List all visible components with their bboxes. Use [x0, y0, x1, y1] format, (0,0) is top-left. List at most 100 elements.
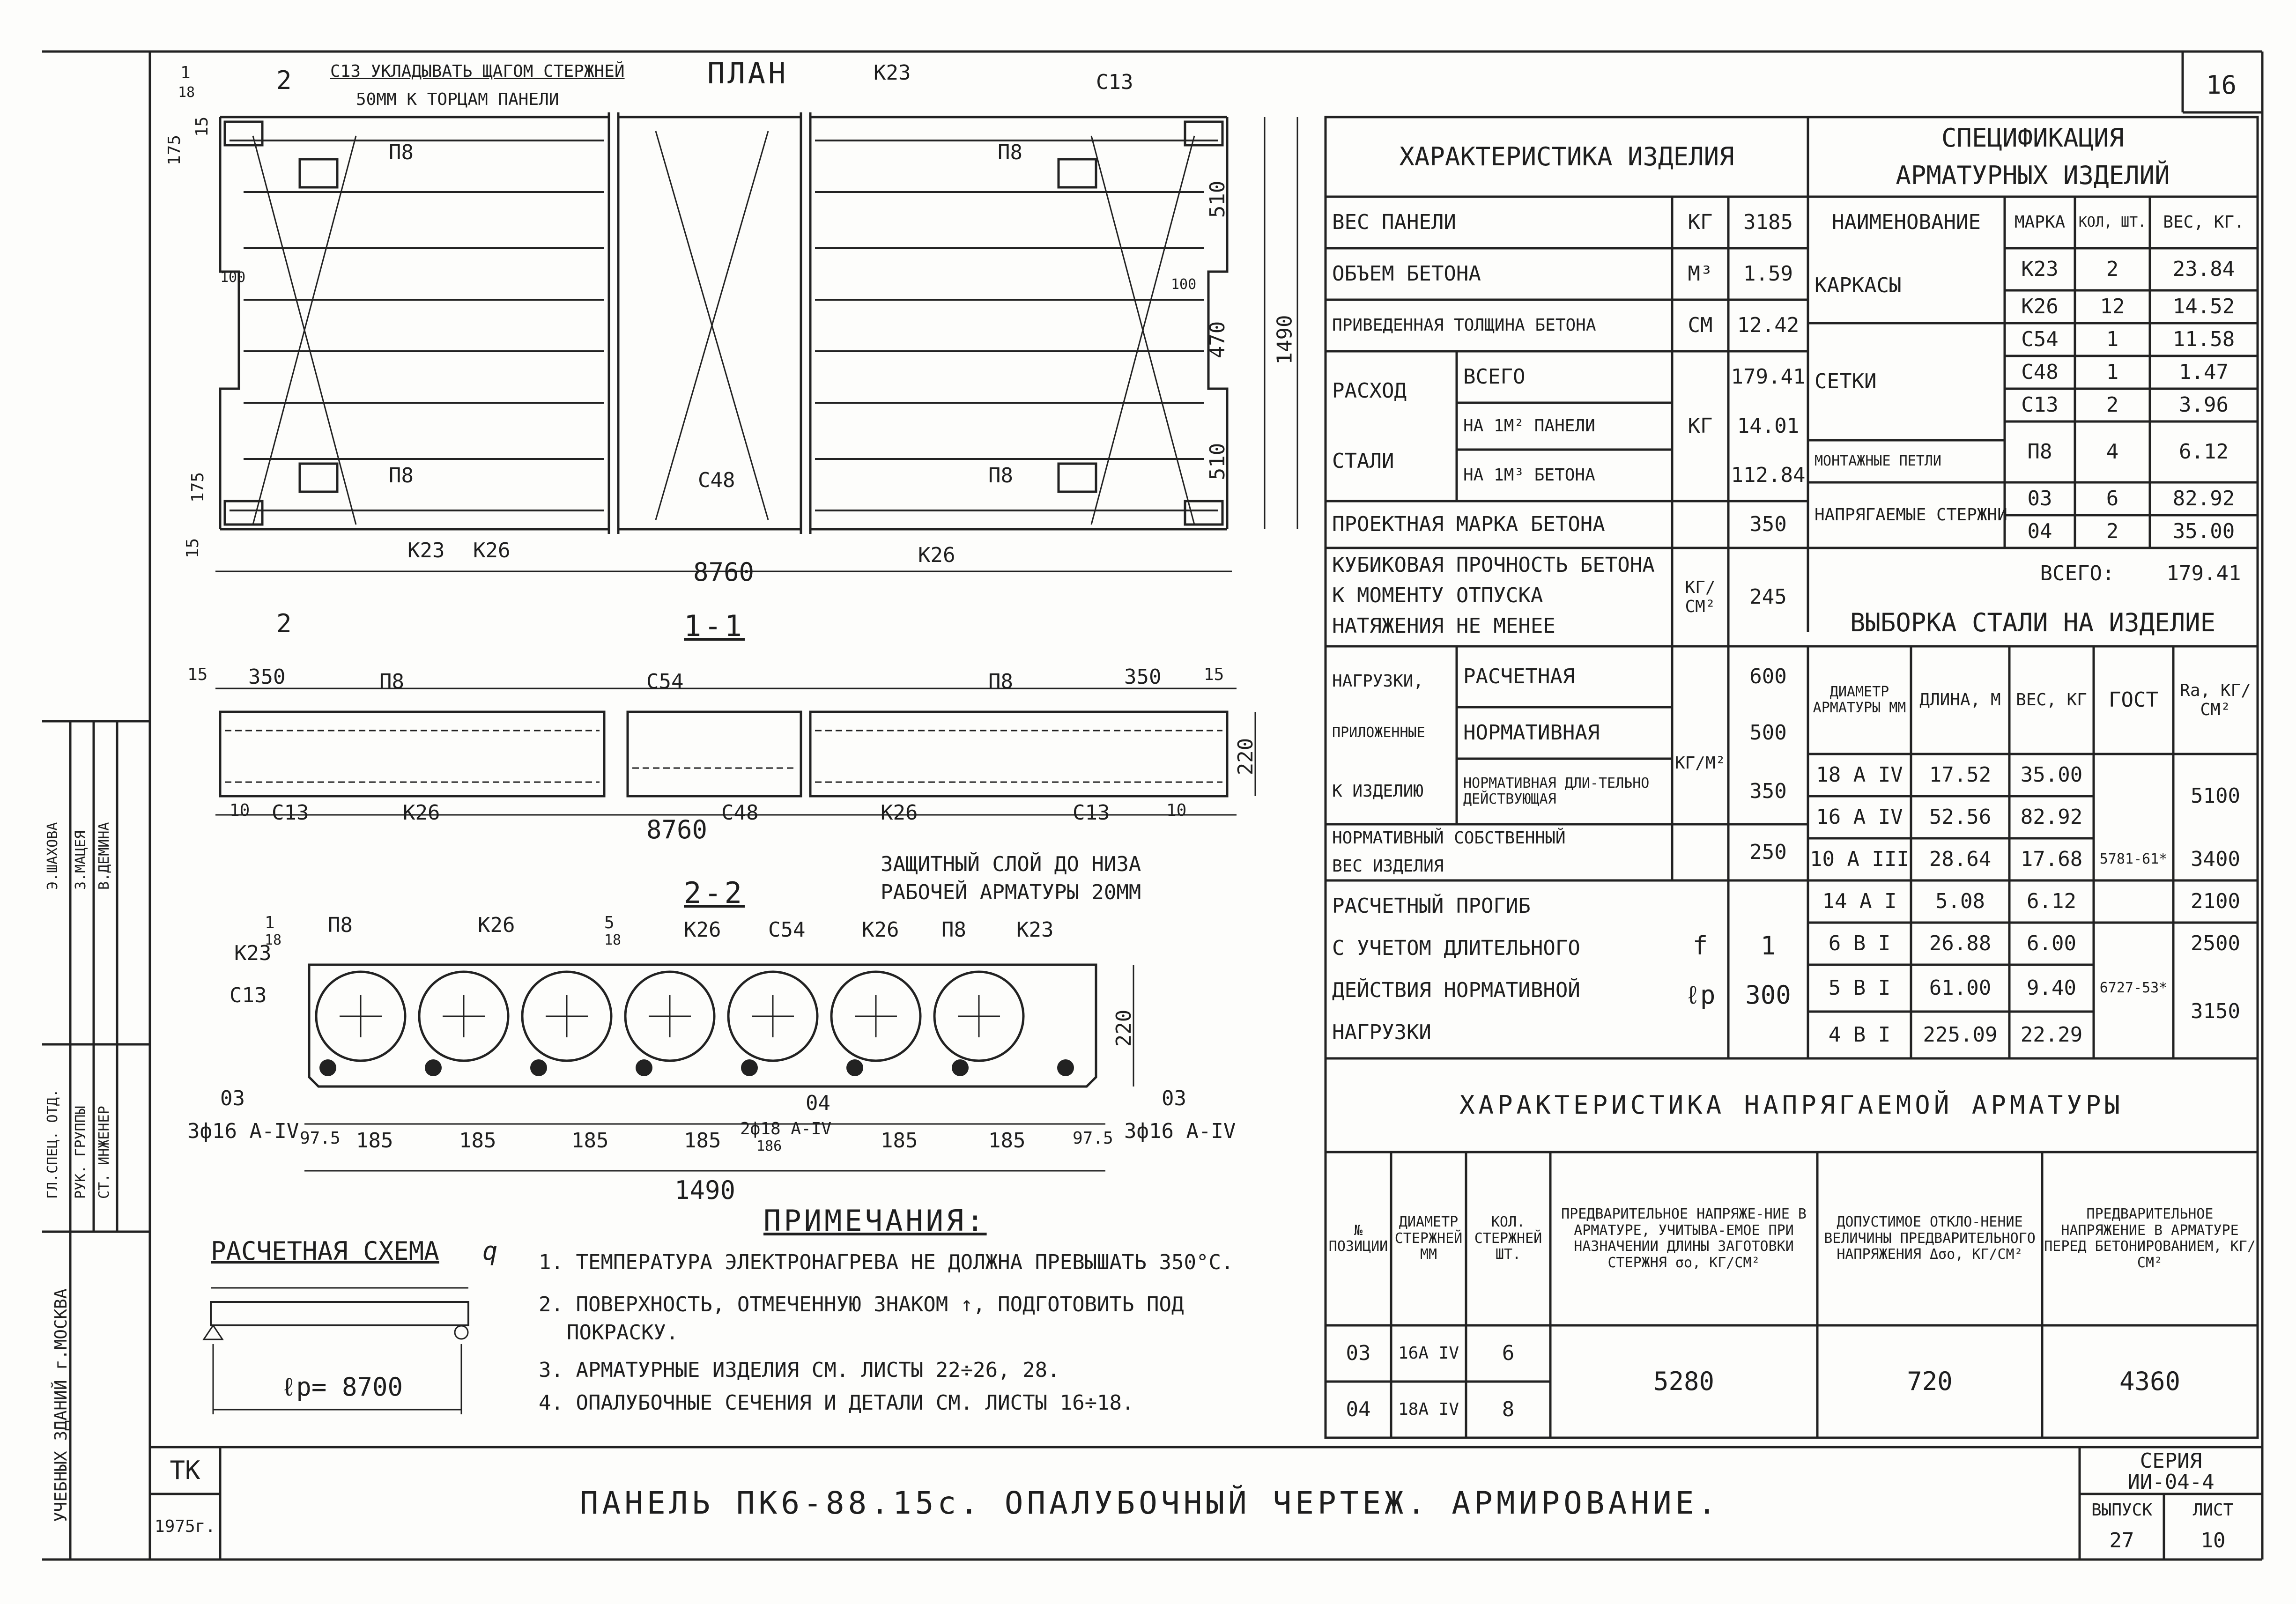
- vyborka-diam: 16 А IV: [1816, 805, 1903, 829]
- vyborka-header: Rа, КГ/СМ²: [2180, 680, 2251, 719]
- calc-scheme-drawing: [202, 1287, 469, 1414]
- prestress-header: КОЛ. СТЕРЖНЕЙ ШТ.: [1474, 1214, 1542, 1263]
- detail-mark-sheet: 18: [178, 84, 195, 101]
- spec-mark: 04: [2027, 519, 2052, 543]
- rebar-dot: [636, 1059, 652, 1076]
- spec-mark: С13: [2021, 392, 2059, 417]
- char-row-name: ОБЪЕМ БЕТОНА: [1332, 261, 1481, 286]
- s22-dim: 97.5: [1073, 1129, 1113, 1148]
- stamp-sheet-label: ЛИСТ: [2192, 1501, 2234, 1520]
- s11-label-c13: С13: [1073, 801, 1110, 825]
- stamp-year: 1975г.: [154, 1517, 216, 1537]
- plan-label-p8: П8: [389, 140, 414, 164]
- s22-dim: 185: [684, 1129, 721, 1153]
- void-center-mark: [443, 995, 485, 1037]
- stamp-name: З.МАЦЕЯ: [73, 830, 89, 890]
- vyborka-length: 5.08: [1935, 889, 1985, 913]
- vyborka-weight: 35.00: [2020, 762, 2083, 787]
- s22-label-p8: П8: [941, 918, 966, 942]
- plan-label-k23: К23: [407, 539, 445, 562]
- note-item: ПОКРАСКУ.: [567, 1321, 679, 1345]
- vyborka-weight: 6.00: [2027, 931, 2076, 955]
- loads-l3: К ИЗДЕЛИЮ: [1332, 782, 1424, 801]
- plan-dim: 15: [183, 538, 203, 559]
- s22-label-k26: К26: [478, 913, 515, 937]
- char-row-val: 3185: [1743, 210, 1793, 234]
- s11-dim-length: 8760: [646, 815, 708, 844]
- spec-header: ВЕС, КГ.: [2163, 213, 2244, 232]
- plan-dim: 100: [220, 269, 246, 286]
- defl-val-n: 1: [1760, 931, 1776, 961]
- plan-dim-length: 8760: [693, 557, 755, 587]
- steel-sub: ВСЕГО: [1463, 364, 1526, 389]
- prestress-header: ДИАМЕТР СТЕРЖНЕЙ ММ: [1394, 1214, 1463, 1263]
- prestress-pos: 03: [1346, 1341, 1371, 1365]
- s22-dim: 185: [988, 1129, 1026, 1153]
- spec-group: МОНТАЖНЫЕ ПЕТЛИ: [1815, 452, 1941, 469]
- char-row-name: ВЕС ПАНЕЛИ: [1332, 210, 1456, 234]
- detail-mark-num: 5: [604, 913, 615, 932]
- s11-label-c13: С13: [272, 801, 309, 825]
- note-item: 2. ПОВЕРХНОСТЬ, ОТМЕЧЕННУЮ ЗНАКОМ ↑, ПОД…: [539, 1293, 1184, 1316]
- own-l2: ВЕС ИЗДЕЛИЯ: [1332, 857, 1444, 876]
- vyborka-ra: 3150: [2191, 999, 2240, 1023]
- s11-label-c48: С48: [721, 801, 759, 825]
- loads-sub: НОРМАТИВНАЯ ДЛИ-ТЕЛЬНО ДЕЙСТВУЮЩАЯ: [1463, 775, 1650, 807]
- stamp-role: РУК. ГРУППЫ: [73, 1106, 89, 1199]
- s11-dim: 350: [248, 665, 286, 689]
- void-center-mark: [649, 995, 691, 1037]
- spec-weight: 6.12: [2179, 439, 2229, 464]
- calc-scheme-span: ℓр= 8700: [281, 1372, 403, 1402]
- spec-header: НАИМЕНОВАНИЕ: [1832, 210, 1981, 234]
- plan-dim-total: 1490: [1273, 315, 1297, 365]
- s22-dim-total: 1490: [674, 1175, 736, 1205]
- steel-val: 14.01: [1737, 414, 1800, 438]
- loads-val: 500: [1749, 720, 1787, 745]
- s11-label-p8: П8: [379, 670, 404, 694]
- char-row-val: 1.59: [1743, 261, 1793, 286]
- vyborka-length: 225.09: [1923, 1022, 1998, 1047]
- plan-dim: 175: [188, 472, 208, 503]
- steel-label: РАСХОД: [1332, 378, 1407, 403]
- s22-label-c54: С54: [768, 918, 806, 942]
- spec-weight: 14.52: [2172, 294, 2235, 318]
- loads-sub: РАСЧЕТНАЯ: [1463, 664, 1575, 688]
- vyborka-diam: 10 А III: [1810, 847, 1909, 871]
- spec-total-label: ВСЕГО:: [2040, 561, 2115, 585]
- s22-label-k26: К26: [862, 918, 899, 942]
- spec-mark: К23: [2021, 257, 2059, 281]
- spec-qty: 2: [2106, 392, 2119, 417]
- spec-header: КОЛ, ШТ.: [2078, 214, 2147, 230]
- section-2-2-outline: [304, 963, 1134, 1172]
- vyborka-length: 17.52: [1929, 762, 1992, 787]
- vyborka-title: ВЫБОРКА СТАЛИ НА ИЗДЕЛИЕ: [1850, 607, 2216, 637]
- note-item: 3. АРМАТУРНЫЕ ИЗДЕЛИЯ СМ. ЛИСТЫ 22÷26, 2…: [539, 1358, 1060, 1382]
- char-row-unit: СМ: [1688, 313, 1713, 337]
- stamp-org: УЧЕБНЫХ ЗДАНИЙ г.МОСКВА: [52, 1288, 71, 1523]
- defl-unit-d: ℓр: [1685, 980, 1716, 1010]
- spec-title: СПЕЦИФИКАЦИЯ: [1941, 123, 2125, 153]
- void-circle: [830, 970, 922, 1062]
- spec-mark: К26: [2021, 294, 2059, 318]
- void-circle: [315, 970, 407, 1062]
- prestress-header: № ПОЗИЦИИ: [1328, 1222, 1388, 1255]
- steel-unit: КГ: [1688, 414, 1713, 438]
- note-item: 1. ТЕМПЕРАТУРА ЭЛЕКТРОНАГРЕВА НЕ ДОЛЖНА …: [539, 1250, 1234, 1274]
- s22-dim: 185: [459, 1129, 496, 1153]
- s22-label-k23: К23: [234, 941, 272, 965]
- char-row-val: 12.42: [1737, 313, 1800, 337]
- vyborka-diam: 5 В I: [1828, 976, 1891, 1000]
- prestress-qty: 6: [1502, 1341, 1515, 1365]
- s22-dim: 185: [571, 1129, 609, 1153]
- prestress-diam: 18А IV: [1398, 1400, 1459, 1419]
- section-mark: 2: [276, 609, 292, 638]
- stamp-name: В.ДЕМИНА: [96, 822, 112, 890]
- steel-label: СТАЛИ: [1332, 449, 1394, 473]
- s11-dim: 350: [1124, 665, 1162, 689]
- spec-qty: 1: [2106, 360, 2119, 384]
- vyborka-diam: 6 В I: [1828, 931, 1891, 955]
- spec-weight: 23.84: [2172, 257, 2235, 281]
